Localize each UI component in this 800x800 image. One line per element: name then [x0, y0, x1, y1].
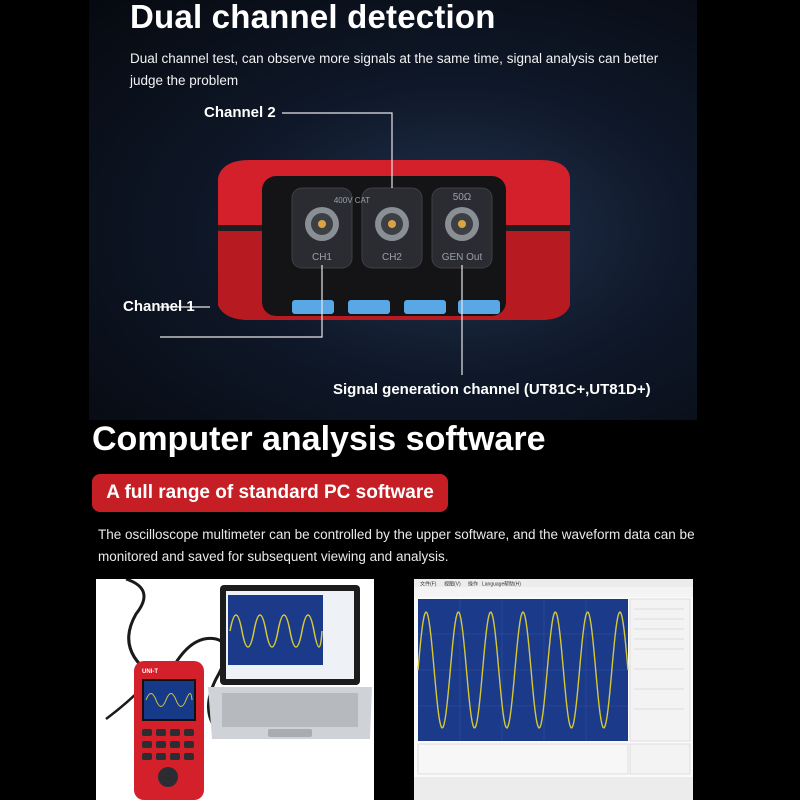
- menu-item-operate: 操作: [468, 581, 478, 588]
- gen-out-connector-icon: [445, 207, 479, 241]
- menu-item-view: 视图(V): [444, 581, 461, 588]
- dual-channel-description: Dual channel test, can observe more sign…: [130, 51, 659, 88]
- channel-2-callout: Channel 2: [204, 104, 276, 121]
- ohm-rating-label: 50Ω: [452, 192, 472, 203]
- device-illustration: [160, 112, 570, 375]
- dual-channel-title: Dual channel detection: [130, 0, 496, 35]
- voltage-rating-label: 400V CAT: [333, 196, 371, 205]
- device-brand-label: UNI-T: [142, 669, 158, 675]
- ch2-connector-icon: [375, 207, 409, 241]
- software-screenshot: 文件(F) 视图(V) 操作 Language 帮助(H): [414, 579, 693, 800]
- ch1-port-label: CH1: [311, 252, 332, 263]
- software-section-title: Computer analysis software: [92, 420, 546, 458]
- gen-out-port-label: GEN Out: [441, 252, 483, 263]
- pc-software-badge: A full range of standard PC software: [92, 474, 448, 512]
- signal-generation-callout: Signal generation channel (UT81C+,UT81D+…: [333, 381, 651, 398]
- ch2-port-label: CH2: [381, 252, 402, 263]
- software-description: The oscilloscope multimeter can be contr…: [98, 527, 695, 564]
- channel-1-callout: Channel 1: [123, 298, 195, 315]
- ch1-connector-icon: [305, 207, 339, 241]
- menu-item-file: 文件(F): [420, 581, 437, 588]
- menu-item-help: 帮助(H): [504, 581, 521, 588]
- menu-item-language: Language: [482, 582, 504, 588]
- device-laptop-photo: UNI-T: [96, 579, 374, 800]
